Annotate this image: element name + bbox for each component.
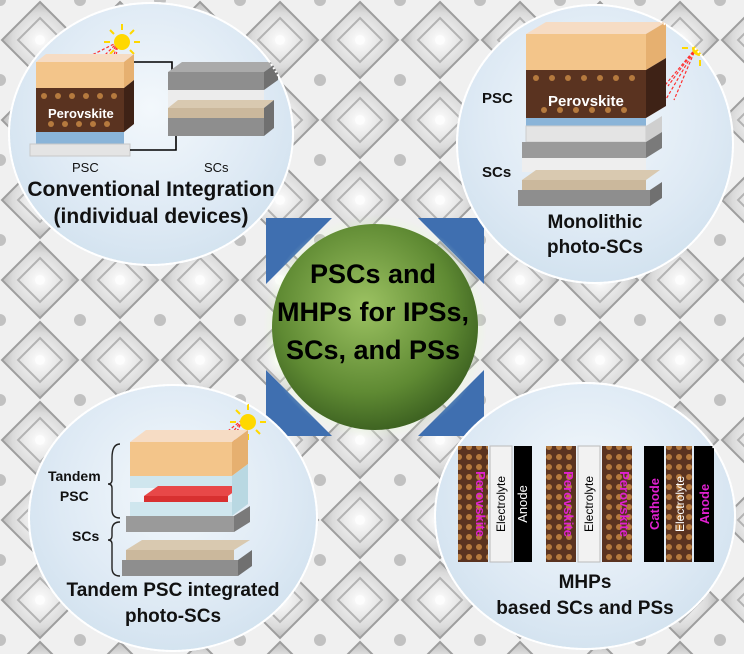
psc-stack [29, 54, 134, 157]
monolithic-device-illustration: Perovskite [518, 22, 718, 206]
perovskite-text: Perovskite [48, 106, 114, 121]
center-title-line-1: PSCs and [309, 259, 437, 289]
electrolyte-text: Electrolyte [494, 476, 508, 532]
perovskite-layer [546, 446, 576, 562]
caption-line-2: photo-SCs [124, 606, 222, 627]
caption-line-2: (individual devices) [53, 205, 249, 228]
panel-caption: Monolithic photo-SCs [456, 210, 734, 260]
psc-label: PSC [482, 90, 513, 107]
panel-monolithic: Perovskite PSC SCs Monolithic photo-SCs [456, 4, 734, 284]
perovskite-electrolyte-layer [666, 446, 692, 562]
panel-caption: Conventional Integration (individual dev… [8, 176, 294, 230]
perovskite-text: Perovskite [617, 471, 632, 537]
perovskite-layer [602, 446, 632, 562]
perovskite-layer [458, 446, 488, 562]
tandem-line: Tandem [48, 468, 101, 484]
caption-line-2: based SCs and PSs [496, 598, 674, 619]
center-title: PSCs and MHPs for IPSs, SCs, and PSs [258, 255, 488, 369]
center-emblem [263, 215, 487, 439]
anode-text: Anode [697, 484, 712, 524]
caption-line-2: photo-SCs [546, 237, 644, 258]
electrolyte-text: Electrolyte [673, 476, 687, 532]
mhp-devices-illustration: Perovskite Electrolyte Anode Perovskite … [458, 445, 714, 563]
caption-line-1: Conventional Integration [27, 178, 275, 201]
caption-line-1: Tandem PSC integrated [66, 580, 280, 601]
cathode-text: Cathode [647, 478, 662, 530]
perovskite-text: Perovskite [561, 471, 576, 537]
center-title-line-2: MHPs for IPSs, [276, 297, 470, 327]
cathode-layer [644, 446, 664, 562]
electrolyte-layer [577, 445, 601, 563]
monolithic-stack [518, 22, 666, 206]
panel-mhps: Perovskite Electrolyte Anode Perovskite … [434, 382, 736, 650]
brackets [107, 443, 121, 577]
scs-label: SCs [482, 164, 512, 181]
anode-layer [694, 446, 714, 562]
caption-line-1: Monolithic [547, 212, 643, 233]
anode-text: Anode [515, 485, 530, 523]
caption-line-1: MHPs [558, 572, 612, 593]
anode-layer [514, 446, 532, 562]
panel-caption: Tandem PSC integrated photo-SCs [28, 578, 318, 630]
tandem-device-illustration [107, 404, 266, 577]
electrolyte-layer [489, 445, 513, 563]
electrolyte-text: Electrolyte [582, 476, 596, 532]
scs-label: SCs [204, 160, 229, 175]
scs-label: SCs [72, 528, 100, 544]
tandem-stack [122, 430, 252, 576]
panel-caption: MHPs based SCs and PSs [434, 570, 736, 622]
conventional-device-illustration: Perovskite [29, 24, 278, 157]
sun-icon [230, 404, 266, 440]
panel-conventional-integration: Perovskite PSC SCs Conventional Integrat… [8, 2, 294, 266]
perovskite-text: Perovskite [548, 93, 624, 110]
psc-line: PSC [59, 488, 89, 504]
psc-label: PSC [72, 160, 99, 175]
sun-icon [682, 30, 718, 66]
center-title-line-3: SCs, and PSs [285, 335, 461, 365]
panel-tandem: Tandem PSC SCs Tandem PSC integrated pho… [28, 384, 318, 652]
sun-icon [104, 24, 140, 60]
green-sphere [272, 224, 478, 430]
tandem-psc-label: Tandem PSC [48, 466, 101, 506]
perovskite-text: Perovskite [473, 471, 488, 537]
sc-stack [168, 62, 278, 136]
